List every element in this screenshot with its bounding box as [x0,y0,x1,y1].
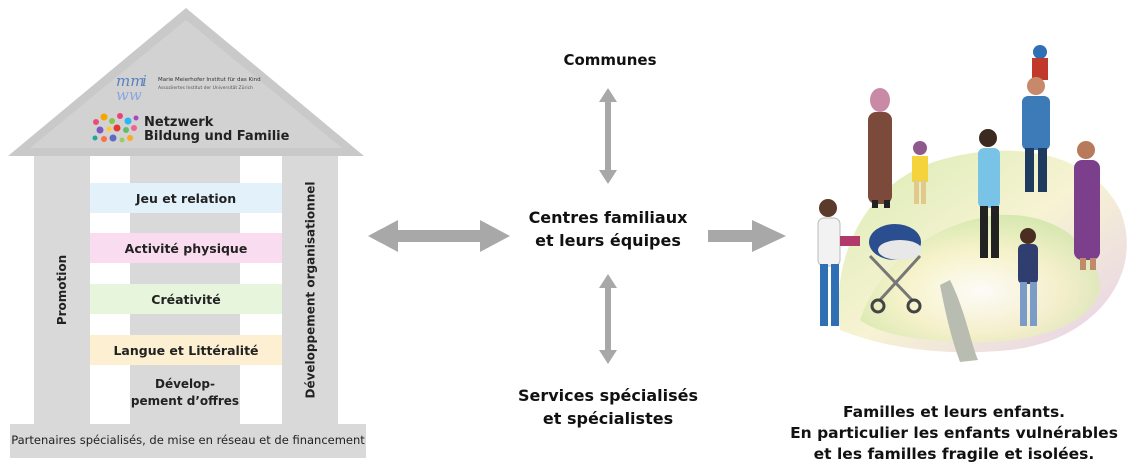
mmi-logo-icon: mm i ww [116,72,147,104]
families-caption-line3: et les familles fragile et isolées. [813,445,1095,463]
arrow-right-icon [708,220,786,252]
families-caption-line2: En particulier les enfants vulnérables [790,424,1118,442]
house-base [10,424,366,458]
network-title-line1: Netzwerk [144,115,214,130]
families-caption: Familles et leurs enfants. En particulie… [760,402,1148,465]
family-centres-label: Centres familiaux et leurs équipes [498,206,718,252]
institute-name: Marie Meierhofer Institut für das Kind [158,77,261,83]
network-logo-icon [92,113,139,143]
pillar-left [34,156,90,424]
svg-text:ww: ww [116,86,142,104]
svg-text:mm: mm [116,72,144,90]
offer-line1: Dévelop- [155,377,215,391]
stripe-creativity: Créativité [90,284,282,314]
specialized-services-line2: et spécialistes [542,409,674,428]
offer-development-label: Dévelop- pement d’offres [130,376,240,410]
communes-label: Communes [563,51,657,69]
pillar-right [282,156,338,424]
double-arrow-up-icon [599,88,617,184]
network-title: Netzwerk Bildung und Familie [144,116,289,144]
network-title-line2: Bildung und Familie [144,129,290,144]
specialized-services-line1: Services spécialisés [517,386,699,405]
specialized-services-label: Services spécialisés et spécialistes [498,384,718,430]
families-caption-line1: Familles et leurs enfants. [842,403,1066,421]
double-arrow-down-icon [599,274,617,364]
base-label: Partenaires spécialisés, de mise en rése… [11,433,365,447]
institute-affiliation: Assoziiertes Institut der Universität Zü… [158,86,253,91]
svg-text:i: i [142,72,147,90]
stripe-physical-activity: Activité physique [90,233,282,263]
stripe-language-literacy: Langue et Littéralité [90,335,282,365]
family-centres-line2: et leurs équipes [535,231,681,250]
stripe-play-relation: Jeu et relation [90,183,282,213]
family-centres-line1: Centres familiaux [528,208,688,227]
offer-line2: pement d’offres [130,394,240,408]
families-illustration [817,45,1127,362]
double-arrow-left-icon [368,220,510,252]
